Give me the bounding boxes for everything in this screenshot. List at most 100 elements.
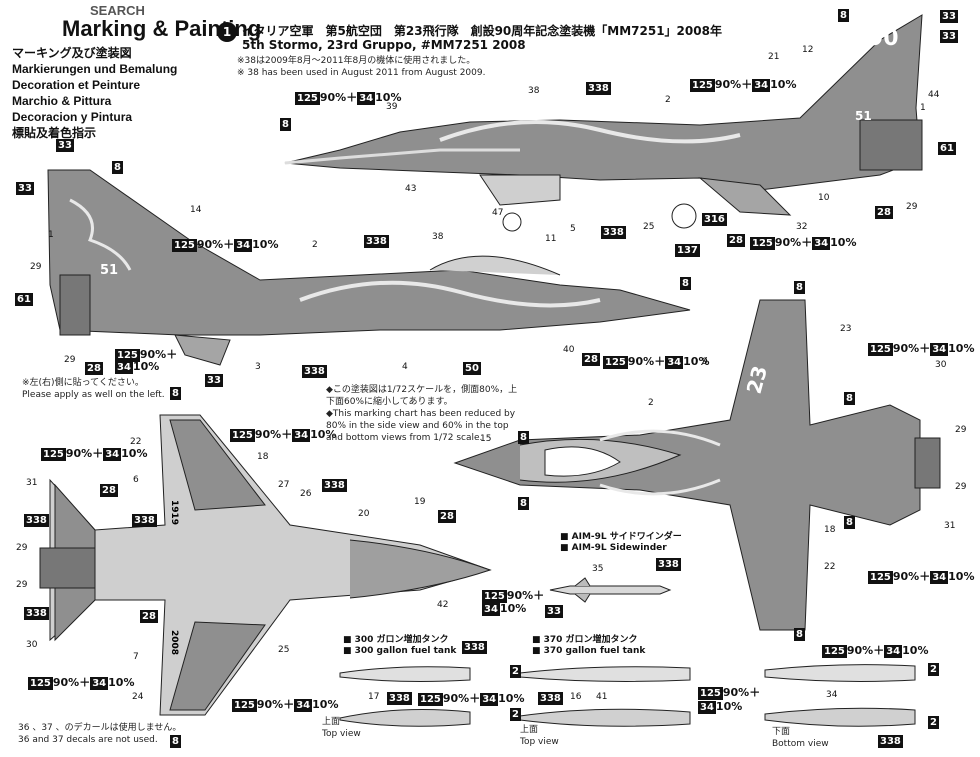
- callout-21: 21: [768, 52, 780, 62]
- color-box-50: 50: [463, 362, 481, 375]
- callout-26: 26: [300, 489, 312, 499]
- header-note-en: ※ 38 has been used in August 2011 from A…: [237, 68, 486, 78]
- tank-370: [519, 666, 691, 727]
- tank300-jp: ■ 300 ガロン増加タンク: [343, 635, 449, 645]
- scale-note-en: ◆This marking chart has been reduced by …: [326, 409, 516, 443]
- color-box-338: 338: [132, 514, 157, 527]
- callout-25: 25: [278, 645, 290, 655]
- callout-29: 29: [30, 262, 42, 272]
- color-box-61: 61: [938, 142, 956, 155]
- sidewinder-label: ■ AIM-9L サイドワインダー ■ AIM-9L Sidewinder: [560, 532, 682, 554]
- color-box-2: 2: [510, 708, 521, 721]
- tank370-jp: ■ 370 ガロン増加タンク: [532, 635, 638, 645]
- callout-5: 5: [570, 224, 576, 234]
- top-view-en: Top view: [322, 729, 361, 739]
- scale-note-jp: ◆この塗装図は1/72スケールを，側面80%，上下面60%に縮小してあります。: [326, 385, 518, 407]
- callout-30b: 30: [26, 640, 38, 650]
- left-side-note-jp: ※左(右)側に貼ってください。: [22, 378, 144, 388]
- color-box-28: 28: [582, 353, 600, 366]
- color-box-338: 338: [586, 82, 611, 95]
- callout-18: 18: [257, 452, 269, 462]
- color-box-28: 28: [100, 484, 118, 497]
- header-circle: 1: [217, 22, 237, 42]
- top-view: 23: [453, 299, 941, 631]
- callout-29d: 29: [955, 425, 967, 435]
- tank370-en: ■ 370 gallon fuel tank: [532, 646, 646, 656]
- color-box-8: 8: [112, 161, 123, 174]
- callout-1: 1: [48, 230, 54, 240]
- tail-90-right: 90: [868, 26, 899, 51]
- language-cn: 標貼及着色指示: [12, 126, 97, 140]
- sidewinder-jp: ■ AIM-9L サイドワインダー: [560, 532, 682, 542]
- tail-code-left: 51: [100, 263, 118, 278]
- tank-bottom: [764, 664, 916, 727]
- tank-300: [339, 666, 471, 727]
- header-jp: イタリア空軍 第5航空団 第23飛行隊 創設90周年記念塗装機「MM7251」2…: [242, 24, 722, 38]
- callout-3: 3: [255, 362, 261, 372]
- callout-6: 6: [133, 475, 139, 485]
- callout-38: 38: [528, 86, 540, 96]
- top-view-label-2: 上面 Top view: [520, 724, 559, 748]
- color-box-28: 28: [140, 610, 158, 623]
- callout-16: 16: [570, 692, 582, 702]
- color-box-338: 338: [656, 558, 681, 571]
- left-side-note: ※左(右)側に貼ってください。 Please apply as well on …: [22, 377, 165, 401]
- top-view-label-1: 上面 Top view: [322, 716, 361, 740]
- callout-17: 17: [368, 692, 380, 702]
- callout-7: 7: [133, 652, 139, 662]
- color-box-8: 8: [518, 497, 529, 510]
- callout-39: 39: [386, 102, 398, 112]
- color-box-28: 28: [85, 362, 103, 375]
- callout-47: 47: [492, 208, 504, 218]
- color-box-137: 137: [675, 244, 700, 257]
- callout-14: 14: [190, 205, 202, 215]
- left-side-note-en: Please apply as well on the left.: [22, 390, 165, 400]
- color-box-33: 33: [16, 182, 34, 195]
- callout-31b: 31: [944, 521, 956, 531]
- color-box-33: 33: [56, 139, 74, 152]
- callout-29e: 29: [955, 482, 967, 492]
- callout-24: 24: [132, 692, 144, 702]
- callout-2c: 2: [648, 398, 654, 408]
- callout-35: 35: [592, 564, 604, 574]
- callout-15: 15: [480, 434, 492, 444]
- color-box-338: 338: [24, 514, 49, 527]
- bottom-view-jp: 下面: [772, 727, 791, 737]
- color-box-338: 338: [364, 235, 389, 248]
- color-box-338: 338: [302, 365, 327, 378]
- callout-32: 32: [796, 222, 808, 232]
- callout-31: 31: [26, 478, 38, 488]
- color-box-8: 8: [794, 281, 805, 294]
- sidewinder-en: ■ AIM-9L Sidewinder: [560, 543, 667, 553]
- callout-2b: 2: [665, 95, 671, 105]
- tank300-en: ■ 300 gallon fuel tank: [343, 646, 457, 656]
- color-box-2: 2: [510, 665, 521, 678]
- callout-4: 4: [402, 362, 408, 372]
- color-box-338: 338: [878, 735, 903, 748]
- header-note-jp: ※38は2009年8月～2011年8月の機体に使用されました。: [237, 56, 476, 66]
- callout-23: 23: [840, 324, 852, 334]
- unused-en: 36 and 37 decals are not used.: [18, 735, 158, 745]
- color-box-28: 28: [438, 510, 456, 523]
- callout-18b: 18: [824, 525, 836, 535]
- top-view-jp: 上面: [322, 717, 341, 727]
- color-box-8: 8: [844, 516, 855, 529]
- callout-44: 44: [928, 90, 940, 100]
- color-box-33: 33: [205, 374, 223, 387]
- language-fr: Decoration et Peinture: [12, 78, 141, 92]
- tank300-label: ■ 300 ガロン増加タンク ■ 300 gallon fuel tank: [343, 635, 456, 657]
